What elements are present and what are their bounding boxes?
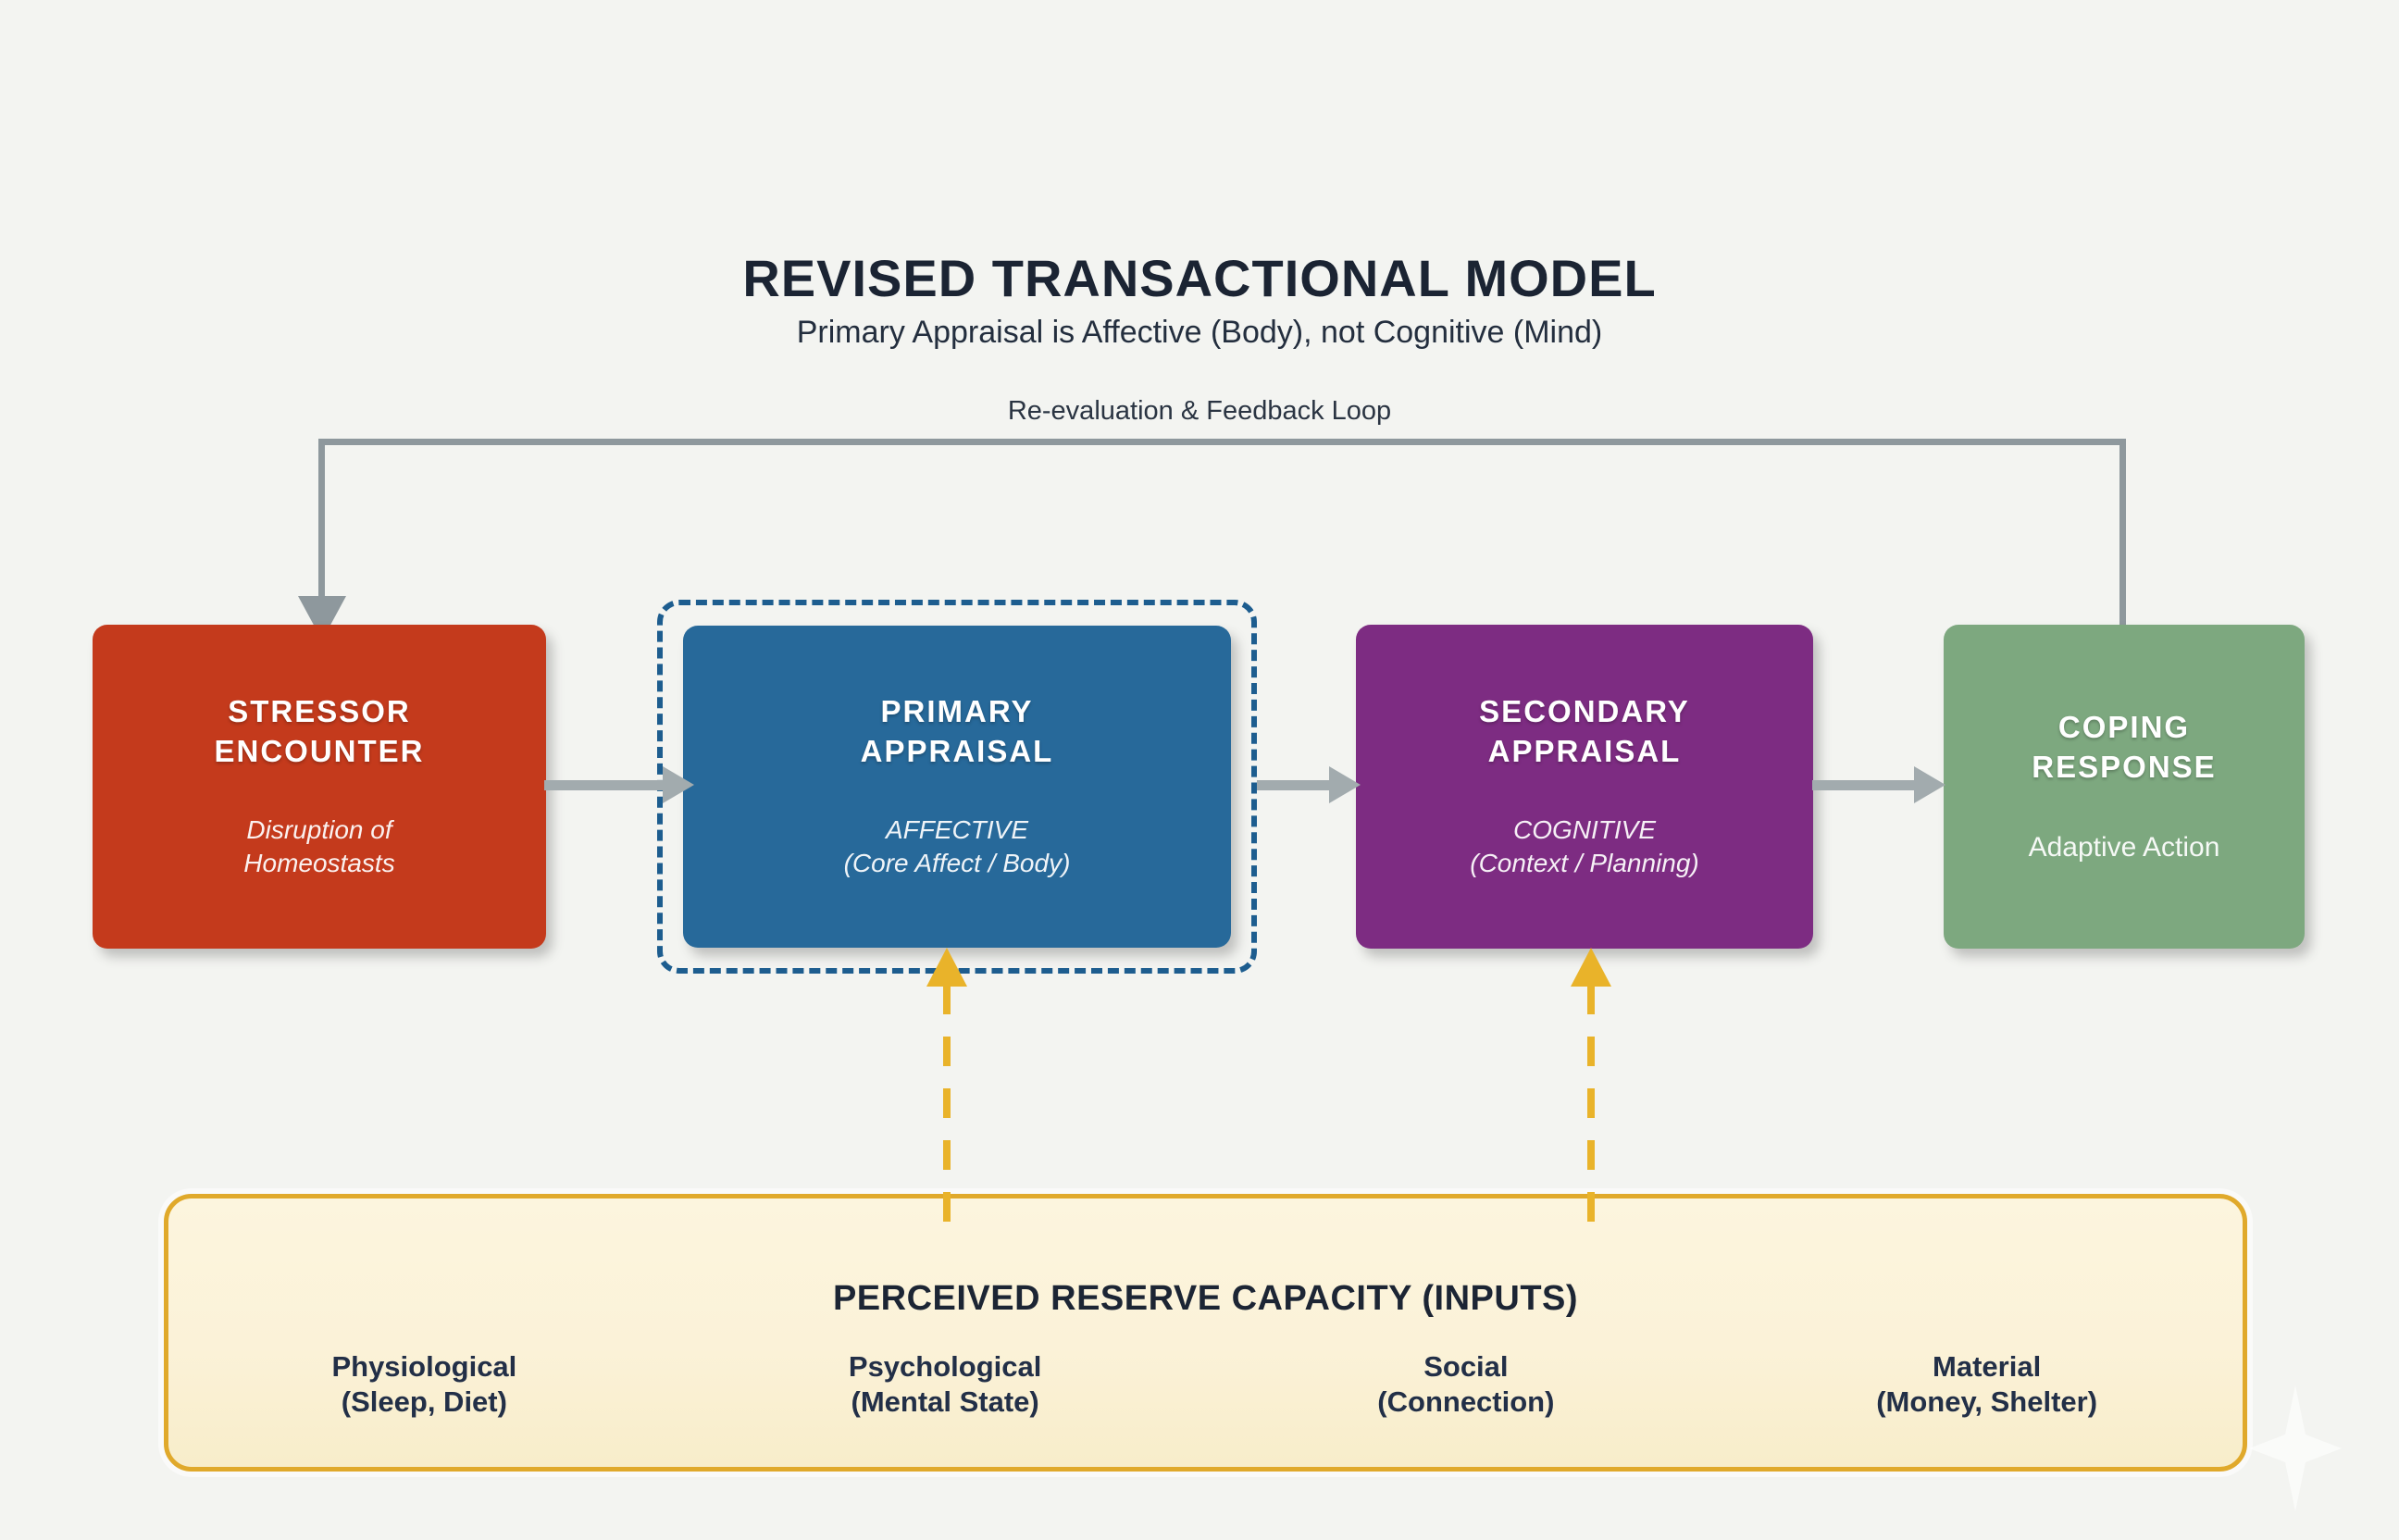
reserve-item-material: Material (Money, Shelter) (1726, 1349, 2247, 1420)
coping-response-box: COPING RESPONSE Adaptive Action (1944, 625, 2305, 949)
heading-line-2: ENCOUNTER (214, 733, 425, 768)
primary-appraisal-detail: AFFECTIVE (Core Affect / Body) (844, 813, 1071, 881)
page-title: REVISED TRANSACTIONAL MODEL (742, 249, 1657, 307)
flow-arrow-3-head-icon (1914, 766, 1945, 803)
flow-arrow-2-head-icon (1329, 766, 1361, 803)
heading-line-1: STRESSOR (228, 694, 411, 729)
reserve-item-label: Social (1423, 1350, 1509, 1383)
coping-response-heading: COPING RESPONSE (2032, 708, 2216, 786)
detail-line-2: (Core Affect / Body) (843, 849, 1071, 878)
input-arrow-primary-line (943, 985, 951, 1233)
reserve-item-detail: (Connection) (1377, 1385, 1555, 1418)
heading-line-2: APPRAISAL (860, 733, 1054, 768)
detail-line-2: Homeostasts (243, 849, 395, 878)
input-arrow-primary-head-icon (926, 948, 967, 987)
feedback-loop-line-left (318, 439, 325, 596)
reserve-capacity-title: PERCEIVED RESERVE CAPACITY (INPUTS) (832, 1279, 1579, 1318)
secondary-appraisal-detail: COGNITIVE (Context / Planning) (1470, 813, 1698, 881)
reserve-capacity-panel (164, 1194, 2247, 1472)
detail-line-2: (Context / Planning) (1470, 849, 1699, 878)
flow-arrow-2-shaft (1257, 780, 1329, 790)
reserve-item-physiological: Physiological (Sleep, Diet) (164, 1349, 685, 1420)
stressor-encounter-heading: STRESSOR ENCOUNTER (214, 692, 424, 770)
reserve-item-label: Physiological (331, 1350, 517, 1383)
feedback-loop-line-horizontal (318, 439, 2125, 445)
detail-line-1: COGNITIVE (1512, 814, 1656, 844)
heading-line-2: RESPONSE (2032, 749, 2217, 784)
reserve-item-detail: (Sleep, Diet) (341, 1385, 507, 1418)
heading-line-2: APPRAISAL (1487, 733, 1682, 768)
reserve-item-detail: (Money, Shelter) (1876, 1385, 2098, 1418)
stressor-encounter-detail: Disruption of Homeostasts (243, 813, 394, 881)
primary-appraisal-heading: PRIMARY APPRAISAL (861, 692, 1054, 770)
feedback-loop-line-right (2119, 439, 2126, 631)
reserve-item-label: Material (1933, 1350, 2042, 1383)
primary-appraisal-box: PRIMARY APPRAISAL AFFECTIVE (Core Affect… (683, 626, 1231, 948)
coping-response-detail: Adaptive Action (2029, 829, 2220, 865)
flow-arrow-1-head-icon (663, 766, 694, 803)
feedback-loop-label: Re-evaluation & Feedback Loop (1007, 396, 1392, 426)
detail-line-1: Disruption of (246, 814, 392, 844)
stressor-encounter-box: STRESSOR ENCOUNTER Disruption of Homeost… (93, 625, 546, 949)
secondary-appraisal-box: SECONDARY APPRAISAL COGNITIVE (Context /… (1356, 625, 1813, 949)
reserve-item-psychological: Psychological (Mental State) (685, 1349, 1206, 1420)
secondary-appraisal-heading: SECONDARY APPRAISAL (1479, 692, 1690, 770)
heading-line-1: PRIMARY (880, 694, 1034, 729)
reserve-item-social: Social (Connection) (1206, 1349, 1727, 1420)
reserve-item-detail: (Mental State) (851, 1385, 1039, 1418)
flow-arrow-1-shaft (544, 780, 663, 790)
heading-line-1: COPING (2057, 710, 2191, 745)
input-arrow-secondary-line (1587, 985, 1595, 1233)
reserve-capacity-items: Physiological (Sleep, Diet) Psychologica… (164, 1349, 2247, 1420)
page-subtitle: Primary Appraisal is Affective (Body), n… (796, 315, 1603, 350)
sparkle-watermark-icon (2249, 1385, 2342, 1511)
detail-line-1: AFFECTIVE (885, 814, 1028, 844)
heading-line-1: SECONDARY (1479, 694, 1690, 729)
flow-arrow-3-shaft (1812, 780, 1914, 790)
reserve-item-label: Psychological (848, 1350, 1042, 1383)
input-arrow-secondary-head-icon (1571, 948, 1611, 987)
detail-line-1: Adaptive Action (2028, 831, 2220, 863)
